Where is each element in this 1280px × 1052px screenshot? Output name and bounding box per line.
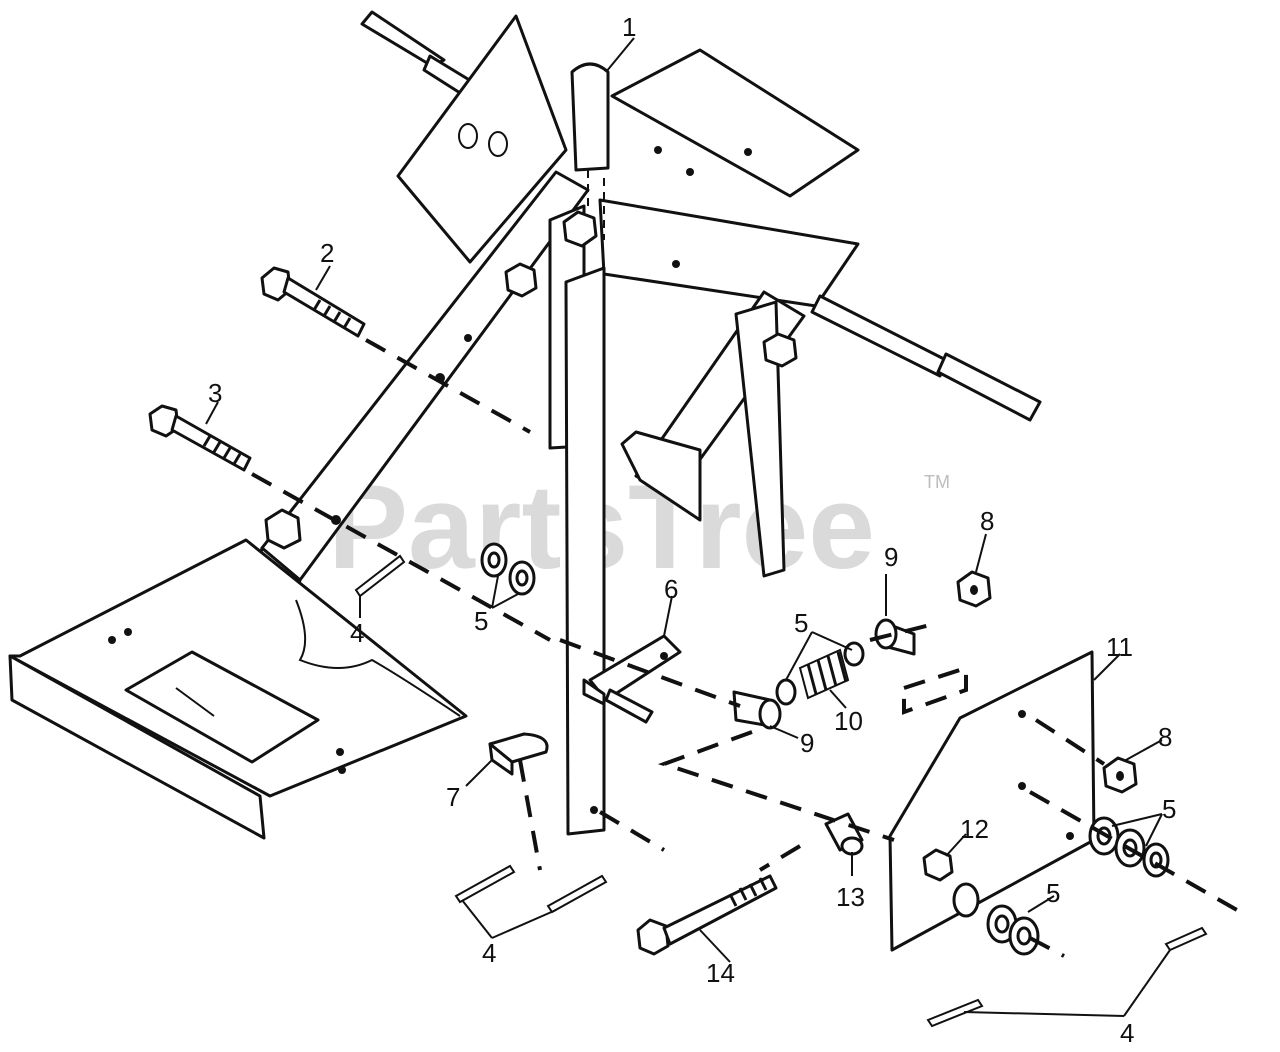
bolt-14 — [636, 874, 778, 956]
nut-8-lower — [1102, 756, 1138, 794]
upper-bracket-plate — [396, 14, 568, 264]
washers-bottom — [952, 882, 1040, 956]
cotter-pins-bottom — [454, 864, 1208, 1028]
callout-4a: 4 — [350, 618, 364, 648]
axle-right — [810, 294, 1042, 422]
callout-7: 7 — [446, 782, 460, 812]
frame-nuts — [264, 210, 798, 550]
callout-8a: 8 — [980, 506, 994, 536]
watermark-trademark: TM — [924, 472, 950, 492]
callout-13: 13 — [836, 882, 865, 912]
callout-14: 14 — [706, 958, 735, 988]
spring-10 — [775, 641, 865, 706]
right-support-arm — [620, 290, 806, 578]
callout-6: 6 — [664, 574, 678, 604]
callout-8b: 8 — [1158, 722, 1172, 752]
callout-5a: 5 — [474, 606, 488, 636]
alignment-lines — [251, 338, 1245, 958]
bolt-2 — [260, 266, 366, 338]
callout-12: 12 — [960, 814, 989, 844]
callout-5b: 5 — [794, 608, 808, 638]
callout-10: 10 — [834, 706, 863, 736]
callout-5c: 5 — [1162, 794, 1176, 824]
callout-1: 1 — [622, 12, 636, 42]
bolt-3 — [148, 404, 252, 472]
ferrule-9-lower — [732, 690, 782, 730]
axle-top-left — [360, 10, 478, 100]
nut-12 — [922, 848, 954, 882]
lever-handle — [570, 62, 610, 172]
callout-5d: 5 — [1046, 878, 1060, 908]
callout-9a: 9 — [884, 542, 898, 572]
hook-7 — [488, 732, 549, 776]
leader-lines — [205, 37, 1171, 1017]
callout-2: 2 — [320, 238, 334, 268]
nut-8-upper — [956, 570, 992, 608]
side-plate-11 — [888, 650, 1096, 952]
callout-11: 11 — [1106, 632, 1133, 662]
callout-4b: 4 — [482, 938, 496, 968]
cotter-pin-left — [354, 554, 406, 598]
base-pan — [8, 538, 468, 840]
rear-mounting-plate — [598, 48, 860, 308]
washers-left — [480, 542, 536, 596]
callout-4c: 4 — [1120, 1018, 1134, 1048]
callout-3: 3 — [208, 378, 222, 408]
callout-9b: 9 — [800, 728, 814, 758]
